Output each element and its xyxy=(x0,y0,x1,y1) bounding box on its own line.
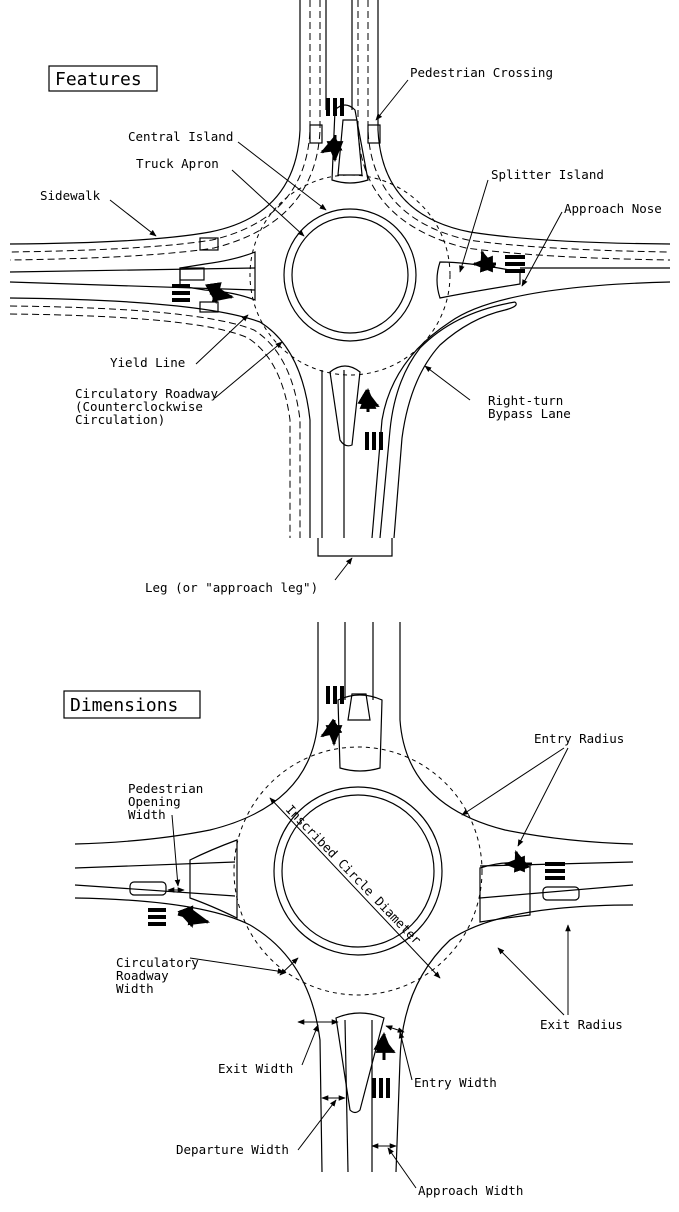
splitter-island-south xyxy=(329,365,361,447)
label-inscribed-circle-diameter: Inscribed Circle Diameter xyxy=(283,802,425,948)
through-left-arrow-icon xyxy=(177,718,532,1060)
label-circ-width-2: Roadway xyxy=(116,968,169,983)
through-left-arrow-icon xyxy=(205,135,496,412)
label-leg: Leg (or "approach leg") xyxy=(145,580,318,595)
label-entry-radius: Entry Radius xyxy=(534,731,624,746)
label-ped-opening-2: Opening xyxy=(128,794,181,809)
label-circulatory-roadway-2: (Counterclockwise xyxy=(75,399,203,414)
label-exit-radius: Exit Radius xyxy=(540,1017,623,1032)
yield-marking-icon xyxy=(148,686,565,1098)
inscribed-circle-outline xyxy=(233,746,483,996)
label-central-island: Central Island xyxy=(128,129,233,144)
splitter-west-dims xyxy=(189,839,238,919)
label-circulatory-roadway-3: Circulation) xyxy=(75,412,165,427)
label-right-turn-bypass-1: Right-turn xyxy=(488,393,563,408)
label-ped-opening-3: Width xyxy=(128,807,166,822)
label-yield-line: Yield Line xyxy=(110,355,185,370)
ped-refuge-west-dims xyxy=(129,881,167,896)
yield-marking-icon xyxy=(172,98,525,450)
label-circ-width-1: Circulatory xyxy=(116,955,199,970)
features-leaders xyxy=(109,79,563,581)
label-exit-width: Exit Width xyxy=(218,1061,293,1076)
splitter-north-dims xyxy=(337,694,383,772)
dimensions-title: Dimensions xyxy=(70,695,178,716)
splitter-east-dims xyxy=(479,862,531,923)
splitter-island-north xyxy=(331,104,369,184)
pedestrian-refuge-west xyxy=(179,267,205,281)
inscribed-circle-dimension xyxy=(269,797,441,979)
label-departure-width: Departure Width xyxy=(176,1142,289,1157)
ped-crossing-north-left xyxy=(309,124,323,144)
dimension-lines xyxy=(167,747,571,1189)
splitter-south-dims xyxy=(335,1012,385,1114)
label-circulatory-roadway-1: Circulatory Roadway xyxy=(75,386,218,401)
dimensions-title-box xyxy=(63,690,201,719)
ped-refuge-north-dims xyxy=(347,693,371,721)
label-splitter-island: Splitter Island xyxy=(491,167,604,182)
features-title-box xyxy=(48,65,158,92)
label-entry-width: Entry Width xyxy=(414,1075,497,1090)
ped-crossing-north-right xyxy=(367,124,381,144)
features-title: Features xyxy=(55,69,142,90)
central-island xyxy=(291,216,409,334)
label-circ-width-3: Width xyxy=(116,981,154,996)
ped-crossing-west-top xyxy=(199,237,219,251)
truck-apron xyxy=(283,208,417,342)
splitter-island-west xyxy=(179,251,256,301)
features-diagram: Features xyxy=(9,0,671,595)
dimensions-diagram: Dimensions xyxy=(63,622,634,1198)
label-right-turn-bypass-2: Bypass Lane xyxy=(488,406,571,421)
label-sidewalk: Sidewalk xyxy=(40,188,101,203)
dimensions-road-edges xyxy=(74,622,634,1173)
circulatory-roadway-outline xyxy=(249,174,451,376)
label-approach-nose: Approach Nose xyxy=(564,201,662,216)
label-pedestrian-crossing: Pedestrian Crossing xyxy=(410,65,553,80)
label-approach-width: Approach Width xyxy=(418,1183,523,1198)
leg-bracket xyxy=(317,538,393,557)
label-truck-apron: Truck Apron xyxy=(136,156,219,171)
ped-refuge-east-dims xyxy=(542,886,580,901)
label-ped-opening-1: Pedestrian xyxy=(128,781,203,796)
